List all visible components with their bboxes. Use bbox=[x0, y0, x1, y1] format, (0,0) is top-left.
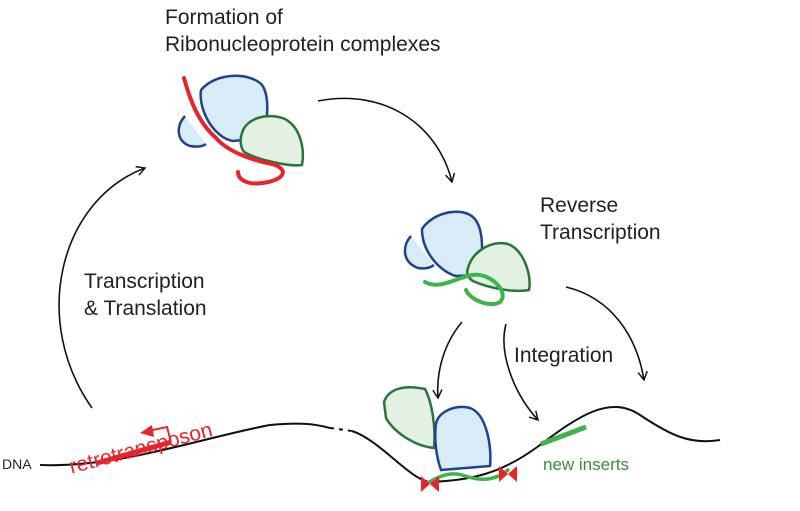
transcription-start-arrow-icon bbox=[140, 425, 172, 443]
formation-label-line1: Formation of bbox=[165, 6, 283, 29]
new-insert-segment bbox=[540, 424, 587, 447]
green-protein bbox=[382, 385, 436, 450]
curved-arrow-icon bbox=[432, 321, 463, 400]
red-cut-site-icon bbox=[421, 476, 439, 492]
curved-arrow-icon bbox=[317, 97, 456, 184]
rnp-complex-middle bbox=[403, 210, 531, 307]
formation-label-line2: Ribonucleoprotein complexes bbox=[165, 33, 441, 56]
integration-complex bbox=[382, 385, 517, 492]
curved-arrow-icon bbox=[565, 286, 648, 382]
dna-strand bbox=[39, 422, 331, 467]
green-protein bbox=[239, 114, 304, 167]
green-dna-insert bbox=[422, 468, 510, 487]
green-protein bbox=[465, 241, 531, 293]
transcription-label-line2: & Translation bbox=[84, 297, 207, 320]
rnp-complex-top bbox=[177, 74, 304, 186]
curved-arrow-icon bbox=[503, 323, 540, 422]
new-inserts-label: new inserts bbox=[543, 455, 629, 474]
curved-arrow-icon bbox=[58, 165, 147, 409]
integration-label: Integration bbox=[514, 344, 614, 367]
retrotransposon-segment bbox=[96, 439, 172, 466]
transcription-label-line1: Transcription bbox=[84, 270, 205, 293]
red-rna-strand bbox=[182, 76, 285, 186]
small-blue-protein bbox=[403, 235, 435, 270]
green-dna-strand bbox=[423, 272, 505, 307]
reverse-transcription-label-line1: Reverse bbox=[540, 194, 619, 217]
dna-strand-dashed bbox=[329, 427, 353, 432]
reverse-transcription-label-line2: Transcription bbox=[540, 221, 661, 244]
dna-label: DNA bbox=[2, 456, 32, 472]
blue-protein bbox=[433, 405, 492, 472]
small-blue-protein bbox=[177, 115, 207, 148]
dna-strand-right bbox=[351, 406, 721, 484]
red-cut-site-icon bbox=[499, 466, 517, 482]
